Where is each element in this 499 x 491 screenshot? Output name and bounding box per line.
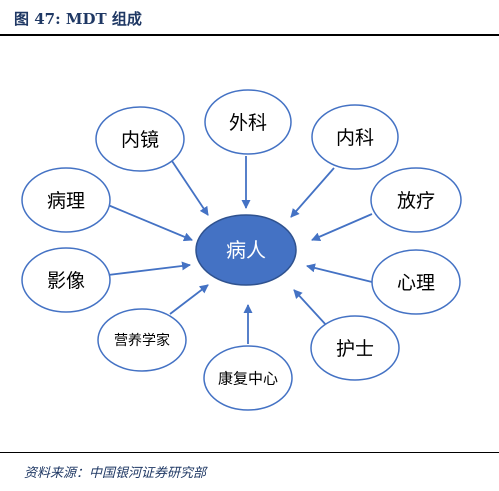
node-neijing: 内镜 (95, 106, 185, 172)
arrow-neike (290, 167, 335, 218)
arrows-layer (107, 156, 373, 344)
node-fangliao-shape (370, 167, 462, 233)
node-neike-shape (311, 104, 399, 170)
node-bingli-shape (21, 167, 111, 233)
center-layer: 病人 (195, 214, 297, 286)
node-yingxiang-label: 影像 (47, 270, 85, 292)
source-note: 资料来源：中国银河证券研究部 (24, 466, 207, 481)
arrow-hushi (293, 289, 328, 327)
node-kangfu: 康复中心 (203, 345, 293, 411)
node-bingli: 病理 (21, 167, 111, 233)
node-fangliao: 放疗 (370, 167, 462, 233)
node-yingyang-shape (97, 308, 187, 372)
node-kangfu-shape (203, 345, 293, 411)
node-yingyang: 营养学家 (97, 308, 187, 372)
node-yingyang-label: 营养学家 (114, 332, 170, 349)
node-xinli: 心理 (371, 249, 461, 315)
arrow-bingli (107, 204, 193, 242)
center-node (195, 214, 297, 286)
node-xinli-label: 心理 (397, 272, 435, 294)
center-node-label: 病人 (226, 238, 266, 262)
arrow-yingyang (169, 284, 209, 315)
arrow-xinli (306, 263, 373, 283)
node-waike-shape (204, 89, 292, 155)
node-yingxiang: 影像 (21, 247, 111, 313)
node-neike-label: 内科 (336, 127, 374, 149)
node-neike: 内科 (311, 104, 399, 170)
bottom-rule (0, 452, 499, 453)
node-hushi-shape (310, 315, 400, 381)
node-waike-label: 外科 (229, 112, 267, 134)
arrow-neijing (171, 160, 209, 216)
node-bingli-label: 病理 (47, 190, 85, 212)
node-fangliao-label: 放疗 (397, 190, 435, 212)
node-neijing-label: 内镜 (121, 129, 159, 151)
node-kangfu-label: 康复中心 (218, 369, 278, 387)
node-yingxiang-shape (21, 247, 111, 313)
figure-title: 图 47: MDT 组成 (14, 10, 142, 28)
node-waike: 外科 (204, 89, 292, 155)
node-xinli-shape (371, 249, 461, 315)
node-hushi-label: 护士 (336, 338, 374, 360)
node-neijing-shape (95, 106, 185, 172)
arrow-yingxiang (107, 261, 191, 276)
top-rule (0, 34, 499, 36)
node-hushi: 护士 (310, 315, 400, 381)
arrow-fangliao (311, 213, 373, 241)
